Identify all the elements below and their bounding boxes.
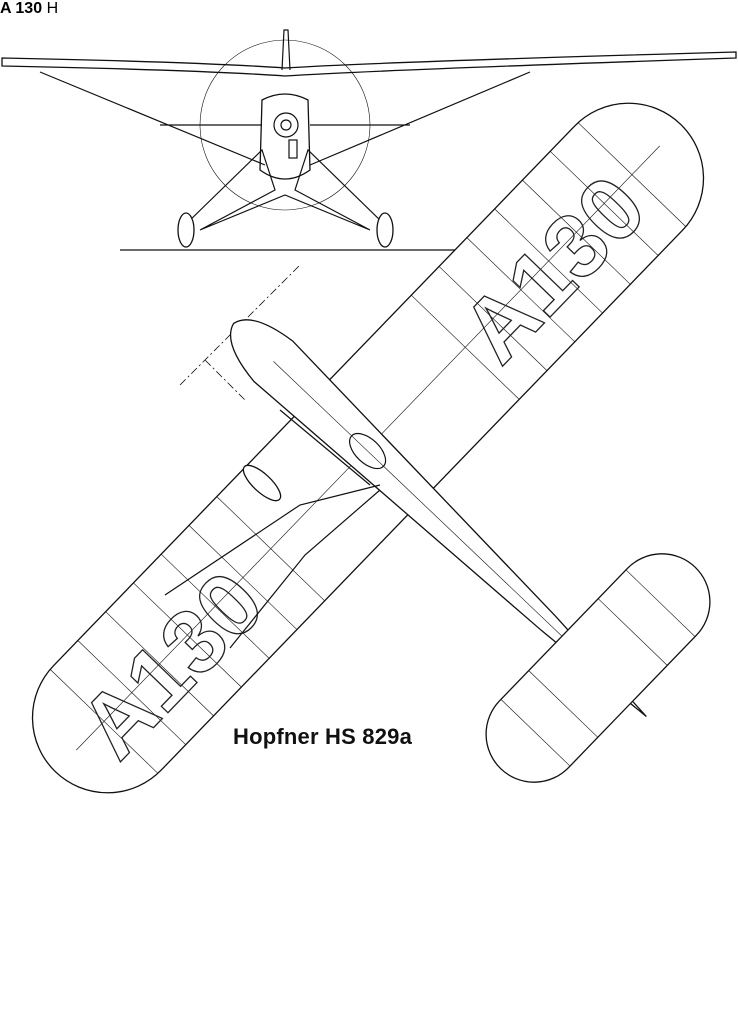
front-wing xyxy=(1,51,737,77)
side-tailplane: A 130 H xyxy=(0,0,58,17)
front-struts xyxy=(39,71,531,166)
side-upper-wing: A 130 H xyxy=(0,0,58,17)
top-struts xyxy=(164,409,381,649)
side-lower-wing: A 130 H xyxy=(0,0,58,17)
side-wheel: A 130 H xyxy=(0,0,58,17)
side-view: A 130 H xyxy=(0,0,58,17)
top-view: A130 A130 xyxy=(31,102,711,794)
front-view xyxy=(1,29,737,251)
side-fuselage: A 130 H xyxy=(0,0,58,17)
right-wheel xyxy=(376,212,394,248)
left-wheel xyxy=(177,212,195,248)
front-fin xyxy=(281,29,291,71)
front-undercarriage xyxy=(184,148,386,231)
fuselage-registration: A 130 xyxy=(0,0,43,17)
top-wheel-left xyxy=(242,464,282,502)
side-struts: A 130 H xyxy=(0,0,58,17)
tail-logo: H xyxy=(46,0,59,17)
drawing-title: Hopfner HS 829a xyxy=(233,724,413,749)
top-tailplane xyxy=(485,553,711,783)
